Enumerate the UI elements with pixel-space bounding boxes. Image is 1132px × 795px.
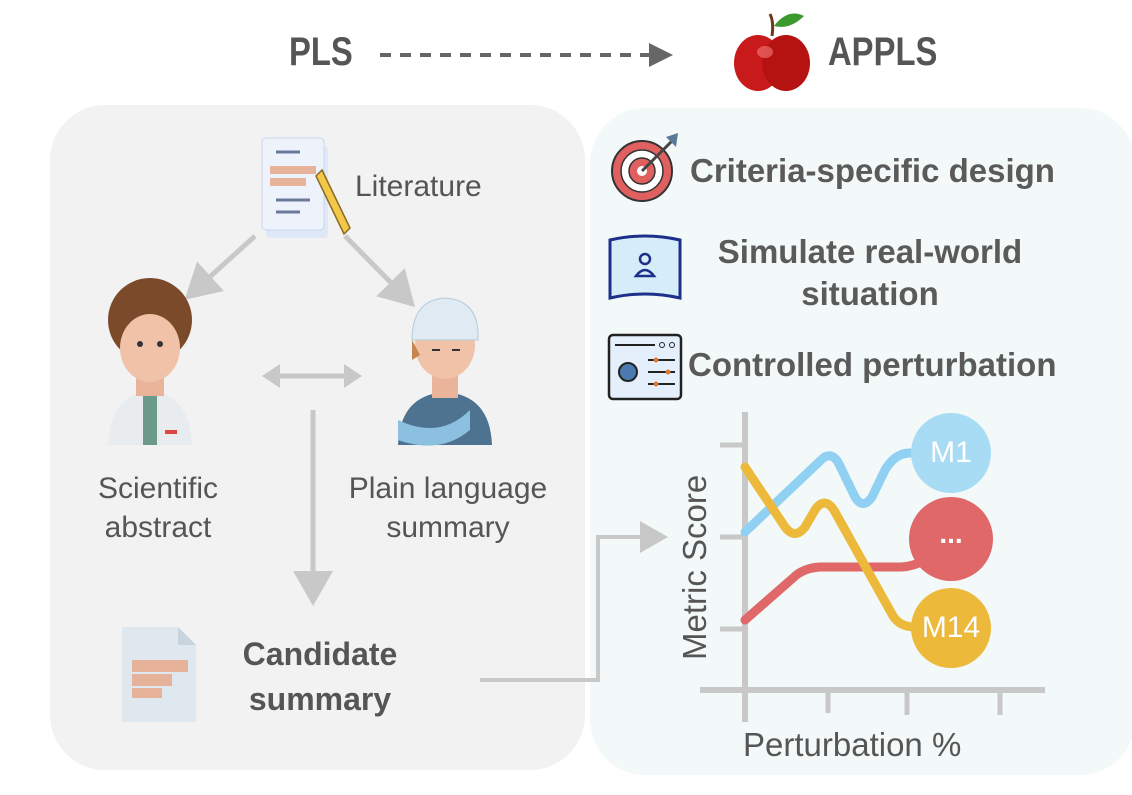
series-label-mid: ... (939, 518, 963, 549)
label-line: summary (248, 681, 392, 717)
double-arrow (262, 364, 362, 388)
literature-document-icon (261, 137, 351, 238)
label-line: Plain language (348, 472, 548, 505)
series-label-m14: M14 (921, 611, 981, 644)
settings-window-icon (607, 333, 683, 401)
pls-title: PLS (289, 30, 353, 74)
series-label-m1: M1 (930, 436, 972, 469)
x-axis-label: Perturbation % (743, 726, 962, 763)
plain-language-summary-label: Plain language summary (318, 469, 578, 547)
marker-m1 (911, 413, 991, 493)
label-line: Simulate real-world (717, 233, 1023, 270)
scientific-abstract-label: Scientific abstract (58, 469, 258, 547)
series-line-m1 (740, 448, 935, 537)
label-line: situation (801, 275, 939, 312)
apple-icon (734, 13, 810, 91)
feature-simulate-real-world: Simulate real-world situation (690, 231, 1050, 315)
label-line: Scientific (97, 472, 219, 505)
label-line: summary (386, 511, 510, 544)
candidate-document-icon (122, 627, 196, 722)
label-line: Candidate (242, 636, 398, 672)
arrow-to-pls (343, 234, 416, 308)
series-line-mid (740, 550, 940, 625)
literature-label: Literature (355, 170, 482, 203)
vr-screen-icon (608, 234, 682, 300)
feature-criteria-specific-design: Criteria-specific design (690, 152, 1055, 189)
feature-controlled-perturbation: Controlled perturbation (688, 346, 1057, 383)
series-line-m14 (740, 462, 935, 632)
patient-icon (398, 297, 492, 446)
appls-panel (590, 108, 1132, 775)
candidate-summary-label: Candidate summary (210, 632, 430, 722)
marker-mid (909, 497, 993, 581)
y-axis-label: Metric Score (676, 474, 713, 660)
label-line: abstract (104, 511, 212, 544)
connector-arrow (480, 521, 668, 682)
target-icon (611, 133, 678, 202)
appls-title: APPLS (828, 30, 938, 74)
marker-m14 (911, 588, 991, 668)
metric-chart (700, 412, 1045, 722)
scientist-icon (108, 278, 192, 445)
arrow-to-abstract (184, 234, 257, 300)
